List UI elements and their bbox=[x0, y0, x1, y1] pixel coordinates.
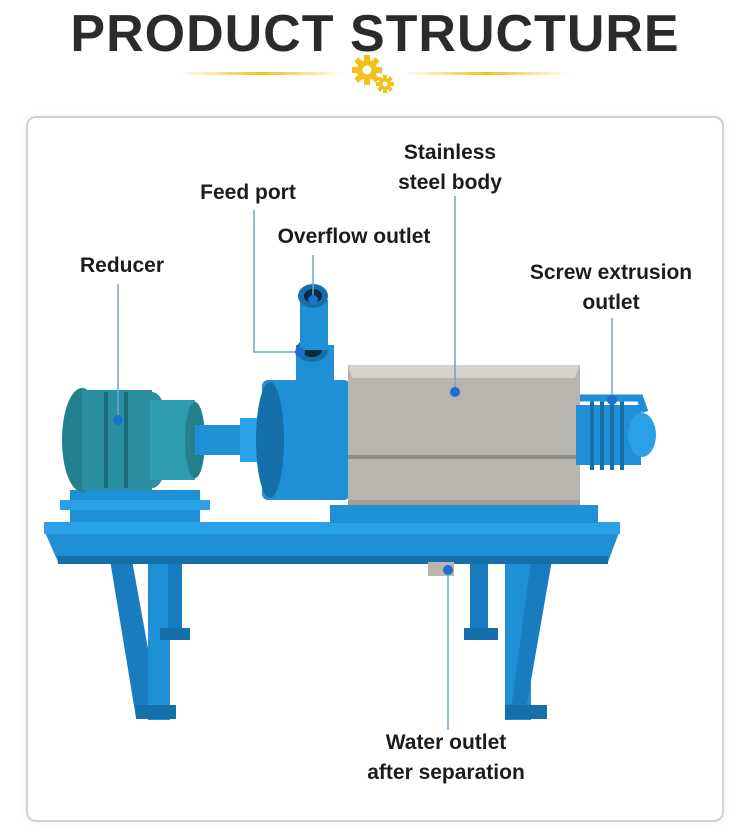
leader-lines bbox=[117, 196, 613, 730]
frame bbox=[44, 490, 620, 720]
feed-housing bbox=[256, 284, 350, 500]
label-stainless-line1: Stainless bbox=[403, 141, 497, 164]
screw-outlet bbox=[576, 394, 656, 470]
steel-body bbox=[330, 365, 598, 523]
reducer-body bbox=[62, 388, 205, 492]
small-gear-icon bbox=[376, 75, 394, 93]
label-water-outlet: Water outlet after separation bbox=[340, 728, 552, 788]
page-title: PRODUCT STRUCTURE bbox=[70, 5, 680, 63]
label-overflow-outlet: Overflow outlet bbox=[277, 225, 431, 248]
label-screw-line2: outlet bbox=[582, 291, 640, 314]
label-feed-port: Feed port bbox=[200, 181, 296, 204]
gear-icon bbox=[352, 55, 382, 85]
label-screw-line1: Screw extrusion bbox=[529, 261, 693, 284]
label-stainless-line2: steel body bbox=[398, 171, 502, 194]
label-reducer: Reducer bbox=[79, 254, 165, 277]
label-stainless-steel-body: Stainless steel body bbox=[380, 138, 520, 198]
label-water-line2: after separation bbox=[367, 761, 525, 784]
label-screw-extrusion-outlet: Screw extrusion outlet bbox=[508, 258, 714, 318]
title-divider bbox=[180, 55, 570, 93]
marker-dots bbox=[113, 295, 617, 575]
label-water-line1: Water outlet bbox=[385, 731, 507, 754]
